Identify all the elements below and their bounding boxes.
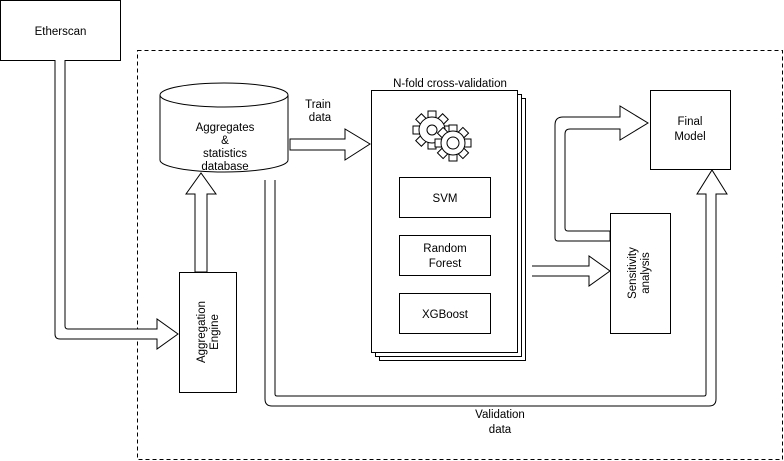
final-model-box	[650, 90, 731, 170]
validation-data-label-1: Validation	[475, 409, 525, 421]
train-data-label-2: data	[309, 112, 332, 124]
database-label-3: statistics	[203, 148, 247, 160]
system-boundary	[137, 50, 783, 460]
random-forest-box	[399, 235, 491, 276]
etherscan-label: Etherscan	[35, 26, 87, 38]
random-forest-label-2: Forest	[429, 258, 462, 270]
xgboost-label: XGBoost	[422, 309, 469, 321]
cross-validation-title: N-fold cross-validation	[393, 78, 507, 90]
engine-to-database-arrow	[185, 172, 217, 273]
final-model-label-1: Final	[678, 116, 703, 128]
database-label-2: &	[221, 135, 229, 147]
svm-label: SVM	[433, 193, 458, 205]
etherscan-box	[0, 0, 121, 61]
svm-box	[399, 177, 491, 218]
train-data-label-1: Train	[305, 99, 331, 111]
database-label-1: Aggregates	[196, 122, 255, 134]
aggregation-engine-label-2: Engine	[209, 314, 221, 350]
validation-data-label-2: data	[489, 424, 512, 436]
sensitivity-label-1: Sensitivity	[627, 247, 639, 299]
final-model-label-2: Model	[674, 131, 705, 143]
aggregation-engine-label-1: Aggregation	[196, 301, 208, 363]
etherscan-to-engine-arrow	[54, 60, 179, 350]
database-cylinder	[159, 82, 289, 173]
random-forest-label-1: Random	[423, 243, 466, 255]
sensitivity-to-final-arrow	[554, 105, 649, 242]
xgboost-box	[399, 293, 491, 334]
train-data-arrow	[289, 128, 371, 161]
aggregation-engine-box	[179, 272, 237, 393]
cv-to-sensitivity-arrow	[532, 255, 611, 287]
gears-icon	[412, 110, 472, 162]
database-label-4: database	[201, 161, 248, 173]
sensitivity-analysis-box	[610, 213, 671, 334]
sensitivity-label-2: analysis	[640, 252, 652, 294]
